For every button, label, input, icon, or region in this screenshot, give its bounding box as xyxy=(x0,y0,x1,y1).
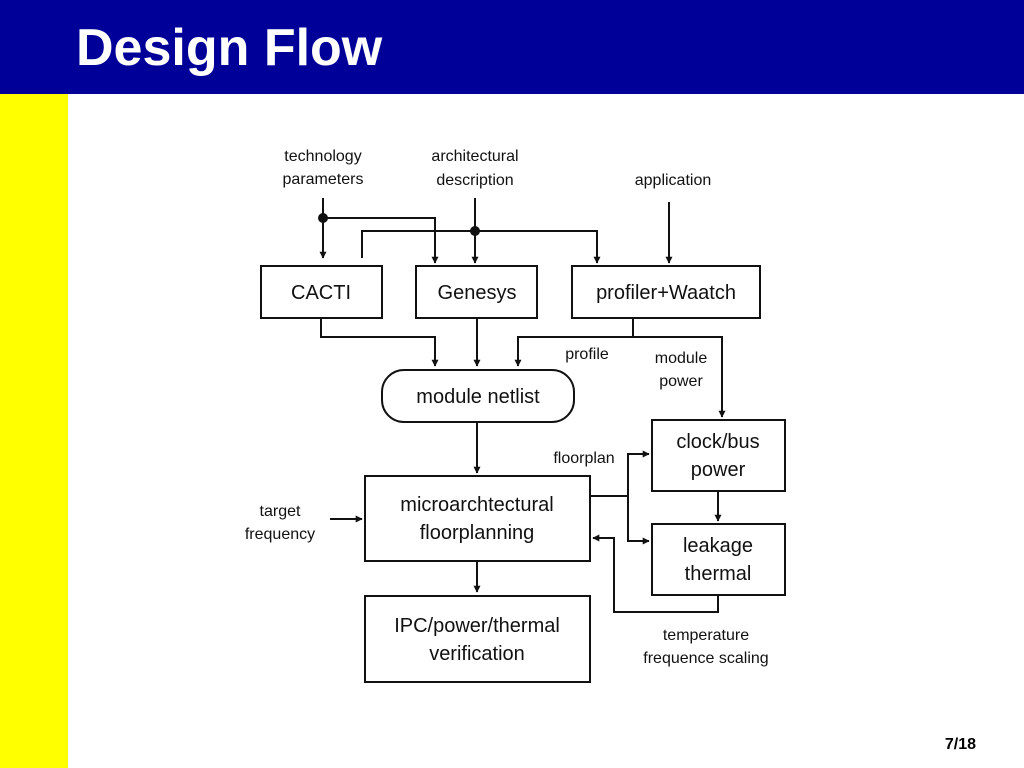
floorplanning-box xyxy=(364,475,591,562)
clock-bus-label-line1: clock/bus xyxy=(676,431,759,453)
profiler-label: profiler+Waatch xyxy=(596,282,736,304)
cacti-box xyxy=(260,265,383,319)
clock-bus-box xyxy=(651,419,786,492)
verification-label-line2: verification xyxy=(429,643,525,665)
junction-dot-technology xyxy=(318,213,328,223)
verification-box xyxy=(364,595,591,683)
input-technology-line2: parameters xyxy=(283,171,364,188)
temperature-feedback-arrow xyxy=(592,534,719,613)
input-target-line1: target xyxy=(260,503,301,520)
clock-bus-label-line2: power xyxy=(691,459,746,481)
title-bar xyxy=(0,0,1024,94)
floorplanning-label-line2: floorplanning xyxy=(420,522,535,544)
genesys-label: Genesys xyxy=(438,282,517,304)
cacti-label: CACTI xyxy=(291,282,351,304)
floorplan-wires xyxy=(590,450,650,545)
edge-label-temperature-line1: temperature xyxy=(663,627,749,644)
input-wires xyxy=(319,198,673,264)
module-netlist-label: module netlist xyxy=(416,386,540,408)
input-architectural-line1: architectural xyxy=(431,148,518,165)
floorplanning-label-line1: microarchtectural xyxy=(400,494,553,516)
edge-label-profile: profile xyxy=(565,346,609,363)
edge-label-floorplan: floorplan xyxy=(553,450,614,467)
input-target-line2: frequency xyxy=(245,526,315,543)
edge-label-module-power-line2: power xyxy=(659,373,703,390)
side-bar xyxy=(0,94,68,768)
profiler-box xyxy=(571,265,761,319)
edge-label-temperature-line2: frequence scaling xyxy=(643,650,768,667)
slide-title: Design Flow xyxy=(76,19,383,77)
input-architectural-line2: description xyxy=(436,172,513,189)
junction-dot-architectural xyxy=(470,226,480,236)
input-application: application xyxy=(635,172,712,189)
edge-label-module-power-line1: module xyxy=(655,350,708,367)
leakage-label-line2: thermal xyxy=(685,563,752,585)
verification-label-line1: IPC/power/thermal xyxy=(394,615,560,637)
input-technology-line1: technology xyxy=(284,148,361,165)
leakage-label-line1: leakage xyxy=(683,535,753,557)
genesys-box xyxy=(415,265,538,319)
leakage-thermal-box xyxy=(651,523,786,596)
page-number: 7/18 xyxy=(944,736,976,753)
tool-to-netlist-wires xyxy=(320,318,726,418)
